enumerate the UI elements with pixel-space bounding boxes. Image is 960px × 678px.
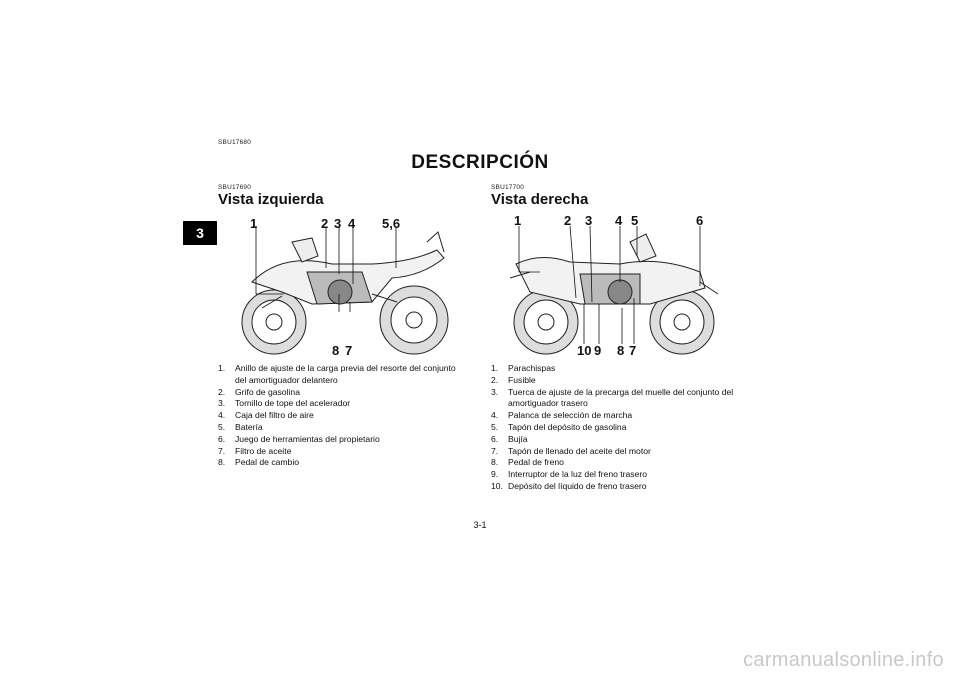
- callout-7: 7: [629, 343, 636, 358]
- list-item: 1.Anillo de ajuste de la carga previa de…: [218, 363, 456, 385]
- left-parts-list: 1.Anillo de ajuste de la carga previa de…: [218, 363, 468, 469]
- list-item: 2.Fusible: [491, 374, 536, 385]
- left-section-code: SBU17690: [218, 184, 252, 191]
- left-section-heading: Vista izquierda: [218, 191, 324, 208]
- list-item: 5.Batería: [218, 421, 263, 432]
- callout-7: 7: [345, 343, 352, 358]
- callout-1: 1: [250, 216, 257, 231]
- callout-1: 1: [514, 213, 521, 228]
- callout-4: 4: [615, 213, 623, 228]
- list-item: 8.Pedal de cambio: [218, 457, 300, 468]
- list-item: 7.Tapón de llenado del aceite del motor: [491, 445, 651, 456]
- callout-5-6: 5,6: [382, 216, 400, 231]
- callout-2: 2: [321, 216, 328, 231]
- callout-8: 8: [332, 343, 339, 358]
- callout-3: 3: [334, 216, 341, 231]
- callout-4: 4: [348, 216, 356, 231]
- page-number: 3-1: [473, 520, 487, 530]
- callout-10: 10: [577, 343, 591, 358]
- callout-5: 5: [631, 213, 638, 228]
- callout-2: 2: [564, 213, 571, 228]
- list-item: 4.Palanca de selección de marcha: [491, 410, 633, 421]
- list-item: 6.Juego de herramientas del propietario: [218, 433, 380, 444]
- section-tab: 3: [183, 221, 217, 245]
- list-item: 7.Filtro de aceite: [218, 445, 292, 456]
- callout-6: 6: [696, 213, 703, 228]
- atv-left-view-illustration: 1 2 3 4 5,6 8 7: [222, 212, 458, 360]
- right-section-heading: Vista derecha: [491, 191, 589, 208]
- callout-8: 8: [617, 343, 624, 358]
- atv-right-view-illustration: 1 2 3 4 5 6 10 9 8 7: [500, 212, 730, 360]
- list-item: 1.Parachispas: [491, 363, 556, 373]
- list-item: 10.Depósito del líquido de freno trasero: [491, 480, 647, 491]
- page-title: DESCRIPCIÓN: [411, 152, 549, 173]
- header-code: SBU17680: [218, 139, 252, 146]
- list-item: 3.Tuerca de ajuste de la precarga del mu…: [491, 386, 734, 409]
- right-parts-list: 1.Parachispas 2.Fusible 3.Tuerca de ajus…: [491, 363, 741, 493]
- list-item: 4.Caja del filtro de aire: [218, 410, 314, 421]
- callout-3: 3: [585, 213, 592, 228]
- list-item: 9.Interruptor de la luz del freno traser…: [491, 469, 648, 480]
- watermark: carmanualsonline.info: [743, 649, 944, 671]
- list-item: 6.Bujía: [491, 433, 528, 444]
- callout-9: 9: [594, 343, 601, 358]
- list-item: 2.Grifo de gasolina: [218, 386, 300, 397]
- list-item: 3.Tornillo de tope del acelerador: [218, 398, 351, 409]
- list-item: 5.Tapón del depósito de gasolina: [491, 421, 627, 432]
- list-item: 8.Pedal de freno: [491, 457, 564, 468]
- right-section-code: SBU17700: [491, 184, 525, 191]
